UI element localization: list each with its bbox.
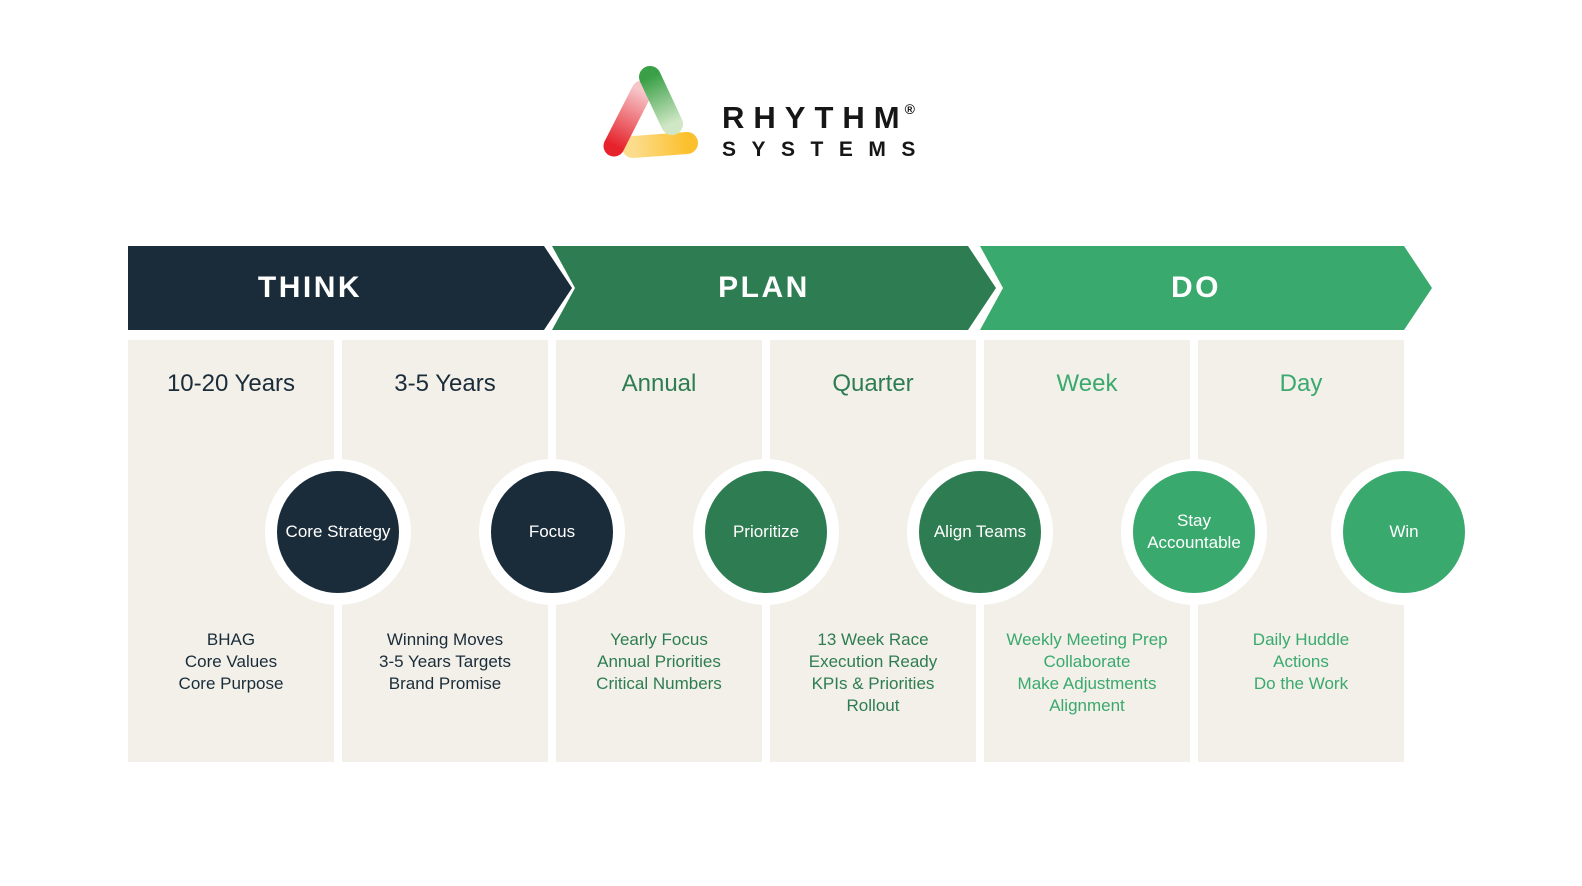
list-item: Core Purpose [178,674,284,693]
list-item: Rollout [846,696,900,715]
banner-plan: PLAN [552,246,996,330]
circle-label: Stay Accountable [1147,511,1241,552]
list-item: 13 Week Race [817,630,929,649]
circle-align-teams: Align Teams [907,459,1053,605]
circle-stay-accountable: Stay Accountable [1121,459,1267,605]
column-header: 3-5 Years [394,370,496,397]
circle-prioritize: Prioritize [693,459,839,605]
list-item: Make Adjustments [1017,674,1157,693]
logo-brand-subname: SYSTEMS [722,138,931,161]
list-item: Annual Priorities [597,652,721,671]
column-header: Day [1279,370,1323,397]
list-item: KPIs & Priorities [811,674,935,693]
circle-label: Prioritize [732,522,800,541]
circle-label: Win [1389,522,1419,541]
list-item: Alignment [1049,696,1125,715]
list-item: BHAG [206,630,256,649]
circle-focus: Focus [479,459,625,605]
banner-do-label: DO [1171,271,1221,304]
list-item: Weekly Meeting Prep [1006,630,1168,649]
column-item-list: Yearly Focus Annual Priorities Critical … [542,629,776,695]
list-item: Do the Work [1253,674,1349,693]
list-item: Execution Ready [808,652,938,671]
banner-plan-label: PLAN [718,271,810,304]
column-header: Annual [621,370,697,397]
rhythm-triangle-icon [603,66,698,158]
list-item: Critical Numbers [596,674,722,693]
list-item: Brand Promise [388,674,502,693]
circle-label: Align Teams [933,522,1027,541]
banner-think: THINK [128,246,572,330]
column-header: Quarter [832,370,914,397]
column-header: 10-20 Years [166,370,296,397]
circle-core-strategy: Core Strategy [265,459,411,605]
list-item: Collaborate [1043,652,1131,671]
column-item-list: Weekly Meeting Prep Collaborate Make Adj… [970,629,1204,717]
circle-label: Focus [528,522,576,541]
banner-do: DO [980,246,1432,330]
circle-label: Core Strategy [285,522,391,541]
list-item: Yearly Focus [610,630,708,649]
column-item-list: Daily Huddle Actions Do the Work [1184,629,1418,695]
rhythm-systems-logo: RHYTHM® SYSTEMS [722,92,931,165]
list-item: Core Values [184,652,278,671]
column-item-list: BHAG Core Values Core Purpose [114,629,348,695]
column-item-list: 13 Week Race Execution Ready KPIs & Prio… [756,629,990,717]
logo-brand-text: RHYTHM [722,100,909,135]
registered-trademark-symbol: ® [904,101,915,117]
column-header: Week [1056,370,1118,397]
logo-brand-name: RHYTHM® [722,92,931,135]
column-item-list: Winning Moves 3-5 Years Targets Brand Pr… [328,629,562,695]
circle-win: Win [1331,459,1477,605]
list-item: Winning Moves [386,630,504,649]
list-item: 3-5 Years Targets [379,652,511,671]
list-item: Daily Huddle [1252,630,1350,649]
banner-think-label: THINK [257,271,363,304]
list-item: Actions [1273,652,1329,671]
